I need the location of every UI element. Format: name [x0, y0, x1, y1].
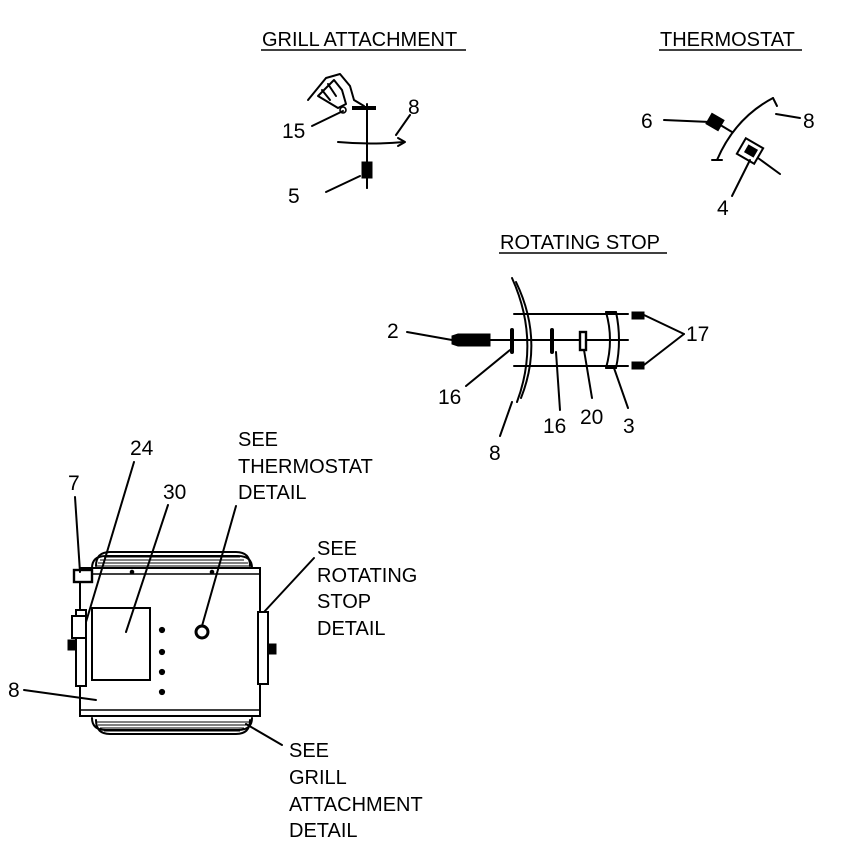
grill-attachment-detail: 15 8 5: [282, 73, 420, 208]
callout-30: 30: [163, 481, 186, 504]
svg-text:THERMOSTAT: THERMOSTAT: [238, 456, 373, 478]
svg-text:DETAIL: DETAIL: [317, 618, 386, 640]
svg-text:ROTATING STOP: ROTATING STOP: [500, 232, 660, 254]
callout-3: 3: [623, 415, 635, 438]
callout-24: 24: [130, 437, 154, 460]
callout-line-8: [395, 114, 411, 136]
rotating-stop-title: ROTATING STOP: [499, 232, 667, 254]
callout-line-17-top: [643, 314, 685, 335]
callout-line-2: [406, 331, 453, 341]
callout-line-rotating: [263, 557, 315, 613]
callout-8: 8: [489, 442, 501, 465]
note-see-grill-attachment-detail: SEE GRILL ATTACHMENT DETAIL: [289, 740, 423, 842]
thermostat-body: [735, 136, 781, 175]
callout-line-8: [499, 401, 513, 437]
callout-8: 8: [803, 110, 815, 133]
callout-line-grill: [245, 723, 283, 746]
svg-text:DETAIL: DETAIL: [238, 482, 307, 504]
svg-text:ATTACHMENT: ATTACHMENT: [289, 794, 423, 816]
callout-8: 8: [8, 679, 20, 702]
window-30: [91, 607, 151, 681]
svg-text:SEE: SEE: [317, 538, 357, 560]
callout-line-15: [311, 110, 344, 127]
callout-line-17-bottom: [643, 333, 685, 366]
svg-text:ROTATING: ROTATING: [317, 565, 417, 587]
callout-16a: 16: [438, 386, 461, 409]
svg-text:THERMOSTAT: THERMOSTAT: [660, 29, 795, 51]
callout-line-3: [613, 367, 629, 409]
callout-16b: 16: [543, 415, 566, 438]
callout-6: 6: [641, 110, 653, 133]
callout-line-5: [325, 175, 361, 193]
oven-main-view: 24 7 30 8: [8, 437, 315, 746]
callout-line-4: [731, 159, 751, 197]
svg-text:STOP: STOP: [317, 591, 371, 613]
callout-5: 5: [288, 185, 300, 208]
callout-line-6: [663, 119, 711, 123]
oven-top-grill: [91, 551, 253, 569]
svg-text:SEE: SEE: [289, 740, 329, 762]
latch-7: [72, 568, 94, 584]
callout-15: 15: [282, 120, 305, 143]
svg-text:DETAIL: DETAIL: [289, 820, 358, 842]
svg-text:GRILL: GRILL: [289, 767, 347, 789]
callout-line-16a: [465, 349, 511, 387]
callout-8: 8: [408, 96, 420, 119]
thermostat-detail: 6 8 4: [641, 97, 815, 220]
oven-bottom-grill: [91, 717, 253, 735]
callout-line-8: [23, 689, 97, 701]
callout-17: 17: [686, 323, 709, 346]
stop-screw: [451, 333, 629, 347]
callout-20: 20: [580, 406, 603, 429]
callout-line-8: [775, 113, 801, 119]
rotating-stop-detail: 2 17 16 8 16 20 3: [387, 277, 709, 465]
fasteners-17: [631, 311, 645, 370]
thermostat-dial: [194, 624, 210, 640]
right-handle: [257, 611, 277, 685]
callout-line-20: [583, 349, 593, 399]
thermostat-knob: [705, 112, 733, 133]
svg-text:GRILL ATTACHMENT: GRILL ATTACHMENT: [262, 29, 457, 51]
note-see-rotating-stop-detail: SEE ROTATING STOP DETAIL: [317, 538, 417, 640]
callout-line-30: [125, 504, 169, 633]
spacer-20: [578, 330, 588, 352]
callout-line-thermostat: [201, 505, 237, 627]
grill-shaft: [337, 103, 406, 189]
thermostat-title: THERMOSTAT: [659, 29, 802, 51]
svg-text:SEE: SEE: [238, 429, 278, 451]
callout-4: 4: [717, 197, 729, 220]
note-see-thermostat-detail: SEE THERMOSTAT DETAIL: [238, 429, 373, 504]
callout-line-7: [74, 496, 81, 573]
callout-7: 7: [68, 472, 80, 495]
grill-bracket: [307, 73, 376, 114]
thermostat-panel-wall: [716, 97, 774, 161]
indicator-dots: [129, 569, 215, 696]
grill-attachment-title: GRILL ATTACHMENT: [261, 29, 466, 51]
callout-line-24: [85, 461, 135, 623]
callout-line-16b: [555, 351, 561, 411]
left-handle: [67, 609, 87, 687]
callout-2: 2: [387, 320, 399, 343]
